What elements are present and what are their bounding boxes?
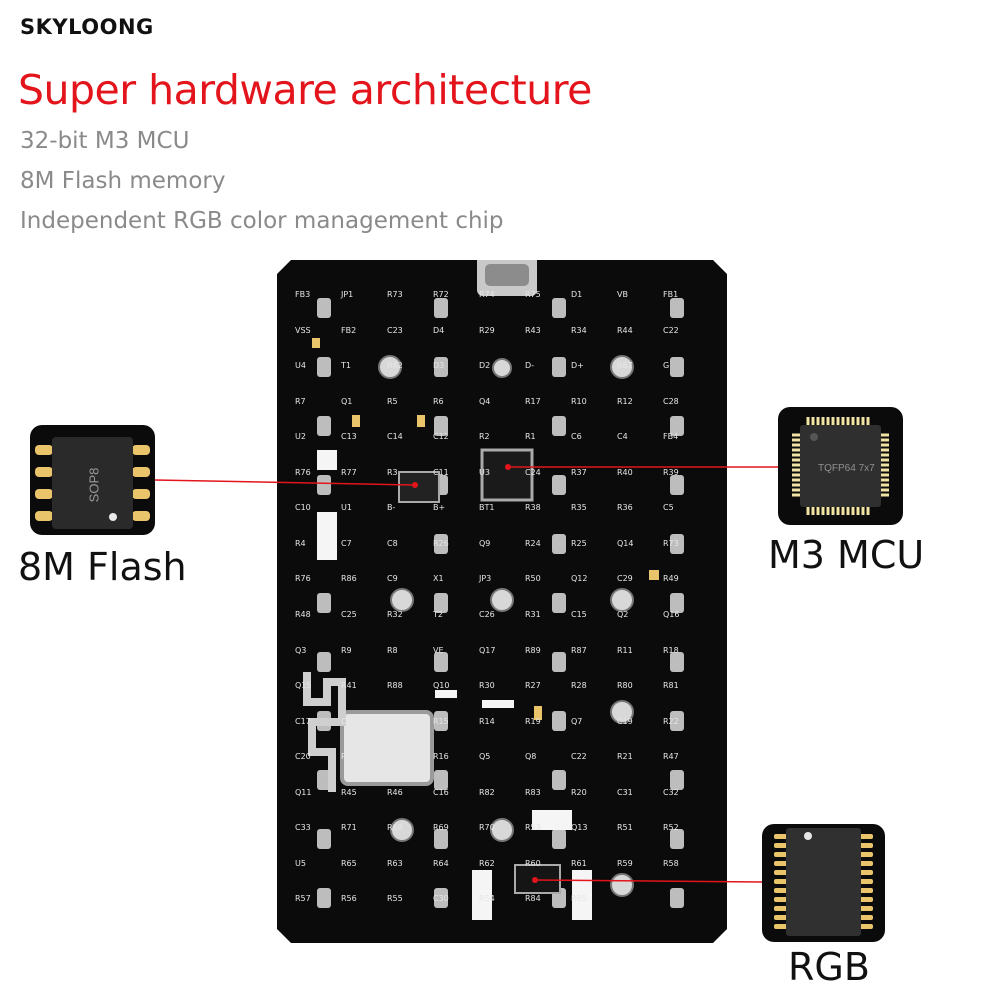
mcu-chip-callout: TQFP64 7x7: [778, 407, 903, 525]
feature-flash: 8M Flash memory: [20, 168, 226, 194]
rgb-chip-callout: [762, 824, 885, 942]
mcu-chip-mark: TQFP64 7x7: [818, 463, 875, 474]
flash-label: 8M Flash: [18, 545, 187, 589]
brand-logo: SKYLOONG: [20, 15, 154, 39]
mcu-label: M3 MCU: [768, 533, 925, 577]
flash-chip-callout: SOP8: [30, 425, 155, 535]
feature-rgb: Independent RGB color management chip: [20, 208, 504, 234]
pcb-board: [277, 260, 727, 943]
headline: Super hardware architecture: [18, 66, 592, 114]
feature-mcu: 32-bit M3 MCU: [20, 128, 190, 154]
rgb-label: RGB: [788, 945, 870, 989]
flash-chip-mark: SOP8: [86, 467, 102, 503]
